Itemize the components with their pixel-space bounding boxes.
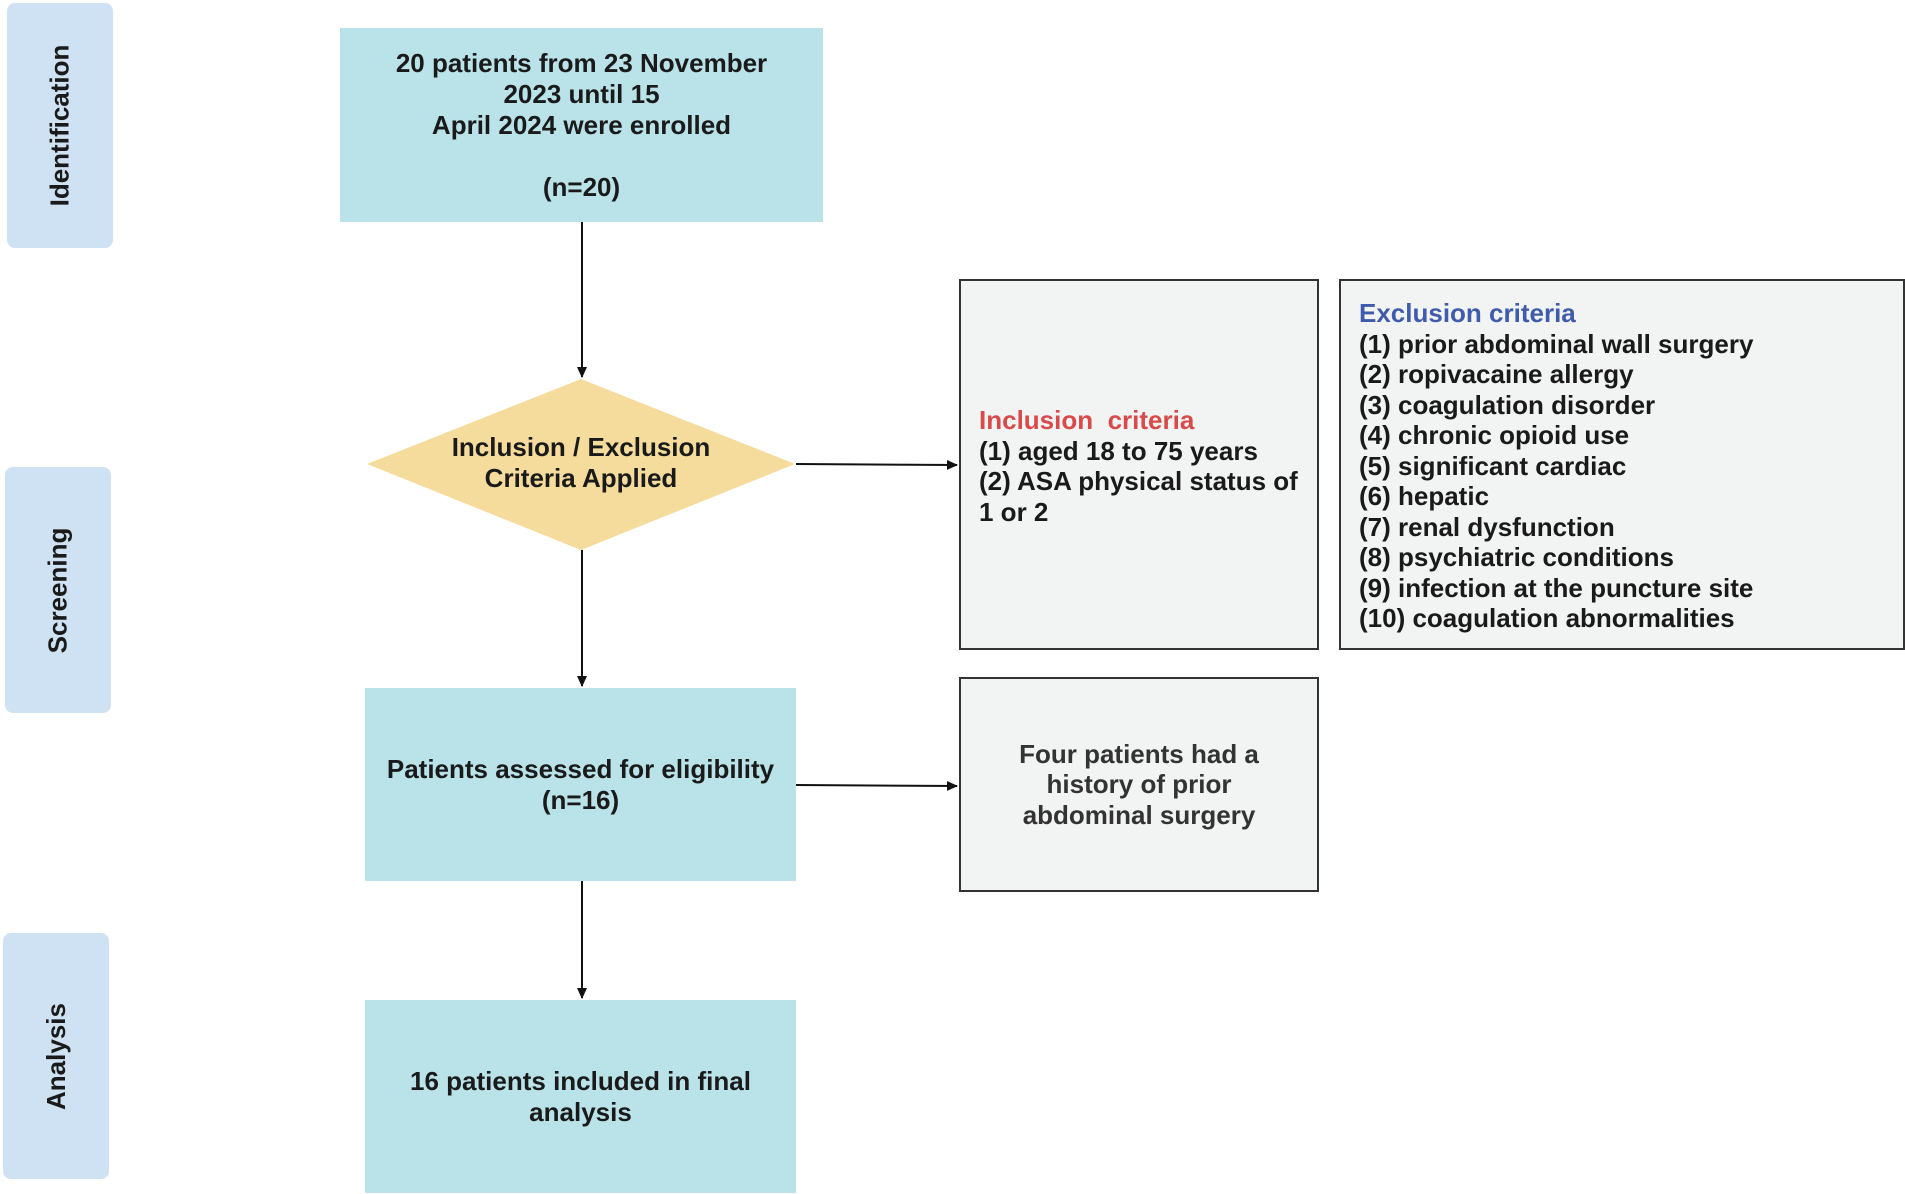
exclusion-item-1: (1) prior abdominal wall surgery (1359, 328, 1754, 359)
stage-tab-analysis: Analysis (3, 933, 109, 1179)
final-line-2: analysis (529, 1096, 632, 1127)
enrolled-line-3: April 2024 were enrolled (431, 109, 732, 140)
exclusion-item-4: (4) chronic opioid use (1359, 420, 1630, 450)
final-line-1: 16 patients included in final (410, 1065, 751, 1096)
stage-tab-screening: Screening (5, 467, 111, 713)
arrow-assessed-to-note (795, 780, 958, 791)
exclusion-title: Exclusion criteria (1359, 298, 1576, 328)
exclusion-item-5: (5) significant cardiac (1359, 450, 1627, 481)
final-analysis-box: 16 patients included in final analysis (365, 1000, 796, 1193)
assessed-count: (n=16) (541, 784, 620, 815)
enrolled-count: (n=20) (542, 171, 621, 202)
decision-label: Inclusion / Exclusion Criteria Applied (400, 432, 762, 494)
enrolled-line-1: 20 patients from 23 November (395, 47, 768, 78)
exclusion-item-2: (2) ropivacaine allergy (1359, 359, 1634, 389)
excluded-note-line-1: Four patients had a (1019, 738, 1259, 769)
exclusion-item-9: (9) infection at the puncture site (1359, 572, 1754, 603)
inclusion-item-2: (2) ASA physical status of (979, 466, 1298, 496)
decision-line-2: Criteria Applied (484, 463, 678, 493)
decision-line-1: Inclusion / Exclusion (451, 432, 711, 462)
assessed-box: Patients assessed for eligibility (n=16) (365, 688, 796, 881)
exclusion-item-3: (3) coagulation disorder (1359, 389, 1656, 420)
exclusion-item-6: (6) hepatic (1359, 481, 1490, 511)
inclusion-criteria-box: Inclusion criteria (1) aged 18 to 75 yea… (959, 279, 1319, 650)
excluded-note-line-2: history of prior (1046, 769, 1232, 800)
excluded-note-box: Four patients had a history of prior abd… (959, 677, 1319, 892)
exclusion-criteria-box: Exclusion criteria (1) prior abdominal w… (1339, 279, 1905, 650)
exclusion-item-10: (10) coagulation abnormalities (1359, 603, 1735, 633)
stage-tab-identification: Identification (7, 3, 113, 248)
exclusion-item-8: (8) psychiatric conditions (1359, 542, 1674, 572)
decision-diamond (367, 379, 795, 550)
exclusion-item-7: (7) renal dysfunction (1359, 511, 1615, 542)
inclusion-title: Inclusion criteria (979, 405, 1195, 435)
enrolled-box: 20 patients from 23 November 2023 until … (340, 28, 823, 222)
inclusion-item-1: (1) aged 18 to 75 years (979, 435, 1258, 466)
excluded-note-line-3: abdominal surgery (1022, 799, 1256, 830)
assessed-line-1: Patients assessed for eligibility (386, 753, 775, 784)
enrolled-line-2: 2023 until 15 (503, 78, 660, 109)
inclusion-item-3: 1 or 2 (979, 496, 1049, 527)
arrow-decision-to-inclusion (795, 459, 958, 470)
